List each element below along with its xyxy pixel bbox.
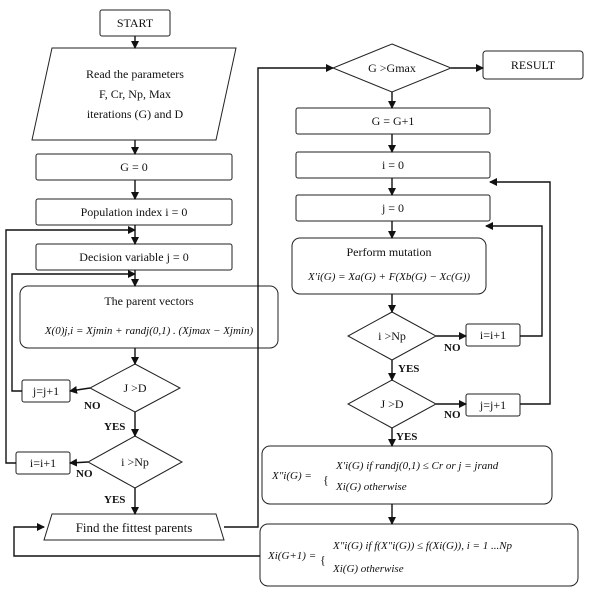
read-params-line-3: iterations (G) and D [87, 107, 184, 121]
find-fittest-node: Find the fittest parents [43, 513, 225, 541]
crossover-case-2: Xi(G) otherwise [335, 481, 407, 493]
population-index-label: Population index i = 0 [81, 205, 188, 219]
edge-label-no-j-right: NO [444, 409, 461, 421]
parent-vectors-title: The parent vectors [104, 294, 194, 308]
find-fittest-label: Find the fittest parents [76, 520, 193, 535]
parent-vectors-formula: X(0)j,i = Xjmin + randj(0,1) . (Xjmax − … [44, 325, 254, 337]
j-increment-left-label: j=j+1 [32, 384, 59, 398]
selection-node: Xi(G+1) = { X″i(G) if f(X″i(G)) ≤ f(Xi(G… [259, 523, 579, 587]
start-node: START [99, 9, 171, 37]
j-greater-d-label-right: J >D [380, 397, 403, 411]
i-zero-node: i = 0 [295, 151, 491, 179]
i-greater-np-label-right: i >Np [378, 329, 406, 343]
g-increment-label: G = G+1 [372, 114, 415, 128]
i-greater-np-label-left: i >Np [121, 455, 149, 469]
population-index-node: Population index i = 0 [35, 198, 233, 226]
edge-label-no-i-left: NO [76, 468, 93, 480]
result-label: RESULT [511, 58, 556, 72]
j-greater-d-decision-left: J >D [88, 363, 182, 413]
edge-label-no-i-right: NO [444, 342, 461, 354]
read-parameters-node: Read the parameters F, Cr, Np, Max itera… [31, 47, 237, 141]
mutation-formula: X′i(G) = Xa(G) + F(Xb(G) − Xc(G)) [307, 271, 470, 283]
selection-lhs: Xi(G+1) = [267, 550, 316, 562]
decision-variable-node: Decision variable j = 0 [35, 243, 233, 271]
j-increment-right-node: j=j+1 [465, 393, 521, 417]
decision-variable-label: Decision variable j = 0 [79, 250, 188, 264]
selection-case-2: Xi(G) otherwise [332, 563, 404, 575]
connectors-left [5, 36, 334, 528]
edge-label-yes-i-right: YES [398, 363, 419, 375]
g-greater-gmax-label: G >Gmax [368, 61, 416, 75]
mutation-title: Perform mutation [347, 245, 432, 259]
edge-label-yes-i-left: YES [104, 494, 125, 506]
i-zero-label: i = 0 [382, 158, 404, 172]
crossover-lhs: X″i(G) = [271, 470, 312, 482]
j-zero-node: j = 0 [295, 194, 491, 222]
j-greater-d-label-left: J >D [123, 381, 146, 395]
edge-labels: NO YES NO YES NO YES NO YES [76, 342, 461, 506]
selection-case-1: X″i(G) if f(X″i(G)) ≤ f(Xi(G)), i = 1 ..… [332, 540, 513, 552]
connectors-right [13, 64, 551, 557]
start-label: START [117, 16, 154, 30]
mutation-node: Perform mutation X′i(G) = Xa(G) + F(Xb(G… [291, 237, 487, 295]
j-greater-d-decision-right: J >D [346, 379, 438, 429]
j-increment-right-label: j=j+1 [479, 398, 506, 412]
i-increment-right-node: i=i+1 [465, 323, 521, 347]
result-node: RESULT [482, 50, 584, 80]
read-params-line-2: F, Cr, Np, Max [99, 87, 171, 101]
i-increment-left-label: i=i+1 [30, 456, 56, 470]
edge-label-no-j-left: NO [84, 400, 101, 412]
i-increment-right-label: i=i+1 [480, 328, 506, 342]
read-params-line-1: Read the parameters [86, 67, 184, 81]
g-zero-label: G = 0 [120, 160, 147, 174]
i-greater-np-decision-left: i >Np [86, 435, 184, 489]
j-zero-label: j = 0 [381, 201, 404, 215]
g-greater-gmax-decision: G >Gmax [331, 43, 453, 93]
i-greater-np-decision-right: i >Np [346, 311, 438, 361]
j-increment-left-node: j=j+1 [21, 379, 71, 403]
selection-brace: { [320, 553, 326, 567]
parent-vectors-node: The parent vectors X(0)j,i = Xjmin + ran… [19, 285, 279, 349]
g-increment-node: G = G+1 [295, 107, 491, 135]
crossover-brace: { [323, 473, 329, 487]
crossover-node: X″i(G) = { X′i(G) if randj(0,1) ≤ Cr or … [261, 445, 553, 505]
edge-label-yes-j-right: YES [396, 431, 417, 443]
g-zero-node: G = 0 [35, 153, 233, 181]
edge-label-yes-j-left: YES [104, 421, 125, 433]
i-increment-left-node: i=i+1 [15, 451, 71, 475]
crossover-case-1: X′i(G) if randj(0,1) ≤ Cr or j = jrand [335, 460, 499, 472]
